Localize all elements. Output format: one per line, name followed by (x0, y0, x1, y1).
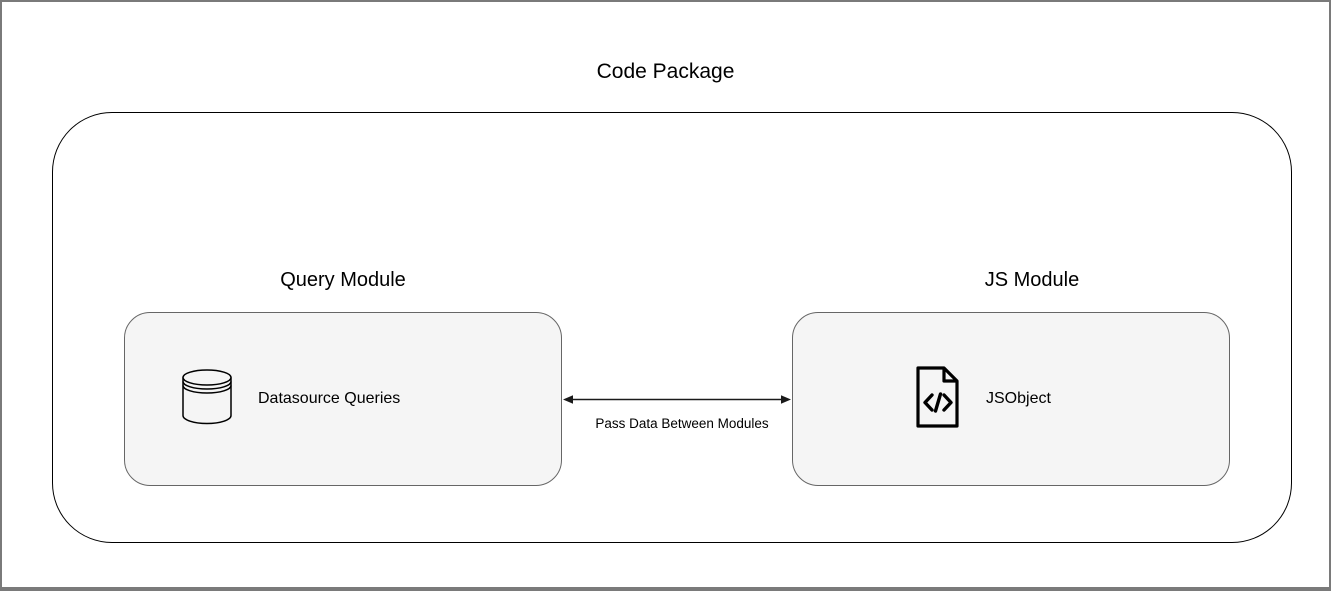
code-file-icon (915, 365, 960, 434)
datasource-queries-label: Datasource Queries (258, 390, 401, 407)
diagram-title: Code Package (596, 60, 735, 83)
query-module-heading: Query Module (280, 269, 406, 291)
bidirectional-arrow (563, 395, 791, 404)
jsobject-label: JSObject (986, 390, 1051, 407)
js-module-heading: JS Module (984, 269, 1080, 291)
js-module-box: JSObject (792, 312, 1230, 486)
database-icon (181, 368, 233, 430)
arrow-label: Pass Data Between Modules (595, 416, 769, 431)
query-module-box: Datasource Queries (124, 312, 562, 486)
